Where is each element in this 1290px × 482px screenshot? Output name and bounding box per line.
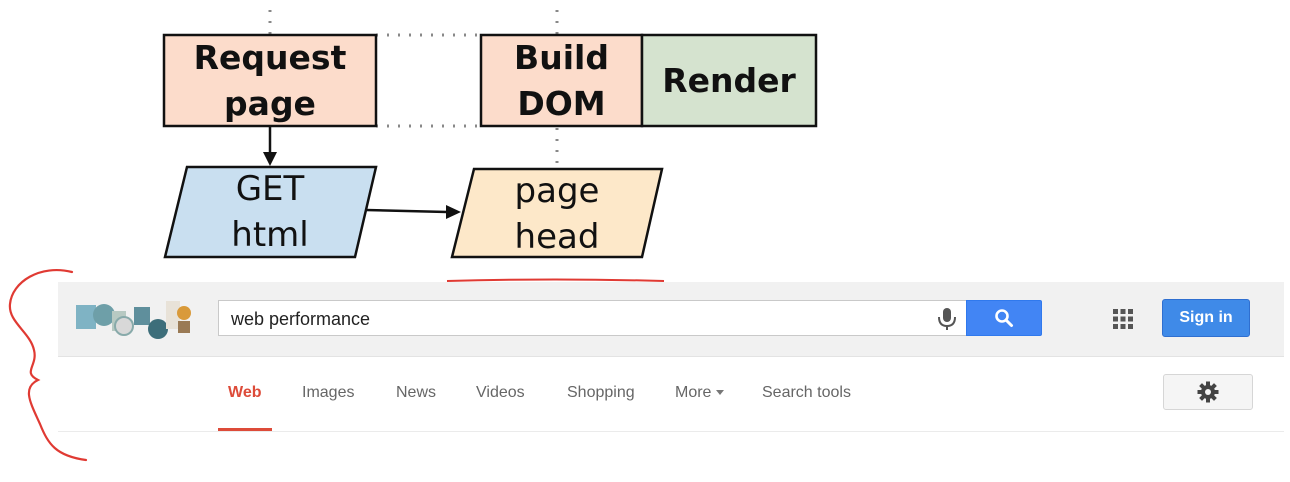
tab-videos[interactable]: Videos (476, 384, 525, 401)
tab-web[interactable]: Web (228, 384, 262, 401)
tab-more[interactable]: More (675, 372, 725, 430)
request-page-label: Request page (193, 37, 347, 123)
tab-shopping[interactable]: Shopping (567, 384, 635, 401)
page-head-label: page head (514, 171, 600, 257)
get-html-label: GET html (231, 169, 309, 255)
flow-diagram (162, 10, 818, 282)
render-box (640, 33, 818, 128)
dotted-guides (268, 10, 559, 168)
gear-icon (1197, 381, 1219, 403)
active-tab-indicator (218, 428, 272, 432)
search-input[interactable] (229, 301, 923, 337)
microphone-icon[interactable] (936, 307, 958, 331)
search-header: Sign in (58, 282, 1284, 357)
tab-images[interactable]: Images (302, 384, 355, 401)
chevron-down-icon (716, 390, 725, 396)
arrows (263, 126, 461, 219)
tab-search-tools[interactable]: Search tools (762, 384, 851, 401)
page-head-shape (450, 167, 664, 259)
render-label: Render (662, 60, 796, 100)
magnifier-icon (995, 309, 1013, 327)
tab-news[interactable]: News (396, 384, 437, 401)
apps-grid-icon[interactable] (1112, 308, 1134, 330)
search-box (218, 300, 966, 337)
settings-button[interactable] (1163, 374, 1253, 410)
tab-more-label: More (675, 384, 712, 401)
annotation-brace (8, 269, 88, 462)
sign-in-button[interactable]: Sign in (1162, 299, 1250, 337)
get-html-shape (163, 165, 378, 259)
build-dom-label: Build DOM (514, 37, 609, 123)
annotation-underline (446, 278, 665, 282)
results-divider (58, 431, 1284, 432)
doodle-logo[interactable] (74, 293, 194, 343)
build-dom-box (479, 33, 644, 128)
search-button[interactable] (966, 300, 1042, 336)
